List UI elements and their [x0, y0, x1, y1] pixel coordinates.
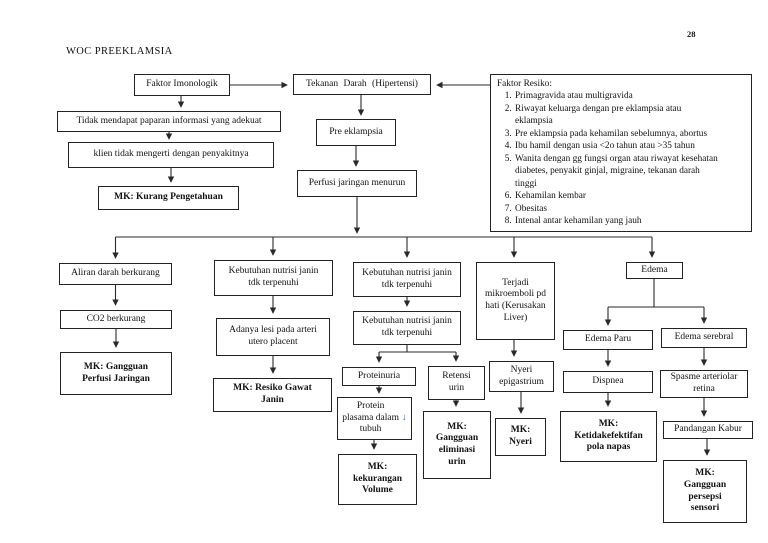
node-mk-resiko-gawat-janin: MK: Resiko Gawat Janin: [213, 378, 332, 412]
node-kebutuhan-nutrisi-janin-3: Kebutuhan nutrisi janin tdk terpenuhi: [353, 311, 461, 345]
node-tekanan-darah: Tekanan Darah (Hipertensi): [293, 74, 431, 95]
risk-item: Riwayat keluarga dengan pre eklampsia at…: [514, 103, 747, 128]
node-kebutuhan-nutrisi-janin-1: Kebutuhan nutrisi janin tdk terpenuhi: [214, 260, 333, 296]
risk-factor-list: Primagravida atau multigravida Riwayat k…: [497, 90, 747, 227]
node-aliran-darah-berkurang: Aliran darah berkurang: [59, 263, 172, 285]
node-klien-tidak-mengerti: klien tidak mengerti dengan penyakitnya: [68, 142, 274, 168]
node-edema-serebral: Edema serebral: [661, 328, 747, 348]
node-adanya-lesi-arteri: Adanya lesi pada arteri utero placent: [216, 318, 330, 356]
node-retensi-urin: Retensi urin: [428, 366, 485, 400]
node-dispnea: Dispnea: [563, 371, 653, 393]
page-number: 28: [687, 29, 696, 39]
node-spasme-arteriolar-retina: Spasme arteriolar retina: [660, 370, 748, 398]
node-mk-ketidakefektifan-pola-napas: MK: Ketidakefektifan pola napas: [560, 411, 657, 462]
node-pandangan-kabur: Pandangan Kabur: [663, 421, 753, 439]
page-title: WOC PREEKLAMSIA: [66, 46, 173, 57]
down-arrow-icon: ↓: [401, 412, 407, 423]
node-protein-plasma-label: Protein plasama dalam tubuh: [342, 401, 399, 435]
node-terjadi-mikroemboli: Terjadi mikroemboli pd hati (Kerusakan L…: [476, 262, 555, 340]
node-mk-nyeri: MK: Nyeri: [495, 418, 546, 456]
risk-item: Intenal antar kehamilan yang jauh: [514, 215, 747, 227]
node-tidak-mendapat-paparan: Tidak mendapat paparan informasi yang ad…: [57, 111, 281, 132]
risk-item: Primagravida atau multigravida: [514, 90, 747, 102]
node-protein-plasma-turun: Protein plasama dalam tubuh↓: [337, 397, 412, 440]
node-pre-eklampsia: Pre eklampsia: [316, 119, 396, 146]
risk-item: Wanita dengan gg fungsi organ atau riway…: [514, 153, 747, 190]
node-co2-berkurang: CO2 berkurang: [60, 310, 172, 329]
node-mk-kekurangan-volume: MK: kekurangan Volume: [338, 454, 417, 505]
risk-item: Kehamilan kembar: [514, 190, 747, 202]
risk-factor-box: Faktor Resiko: Primagravida atau multigr…: [490, 74, 752, 232]
node-mk-gangguan-perfusi-jaringan: MK: Gangguan Perfusi Jaringan: [60, 352, 172, 395]
node-kebutuhan-nutrisi-janin-2: Kebutuhan nutrisi janin tdk terpenuhi: [353, 262, 461, 297]
node-proteinuria: Proteinuria: [342, 367, 416, 386]
node-edema-paru: Edema Paru: [563, 330, 653, 350]
node-perfusi-jaringan-menurun: Perfusi jaringan menurun: [297, 170, 417, 197]
risk-item: Obesitas: [514, 203, 747, 215]
node-edema: Edema: [626, 262, 683, 279]
node-nyeri-epigastrium: Nyeri epigastrium: [489, 361, 554, 392]
risk-item: Pre eklampsia pada kehamilan sebelumnya,…: [514, 128, 747, 140]
risk-factor-title: Faktor Resiko:: [497, 79, 553, 89]
node-mk-gangguan-persepsi-sensori: MK: Gangguan persepsi sensori: [663, 460, 747, 523]
risk-item: Ibu hamil dengan usia <2o tahun atau >35…: [514, 140, 747, 152]
node-mk-kurang-pengetahuan: MK: Kurang Pengetahuan: [98, 186, 239, 210]
node-faktor-imonologik: Faktor Imonologik: [134, 74, 230, 96]
node-mk-gangguan-eliminasi-urin: MK: Gangguan eliminasi urin: [423, 411, 491, 479]
